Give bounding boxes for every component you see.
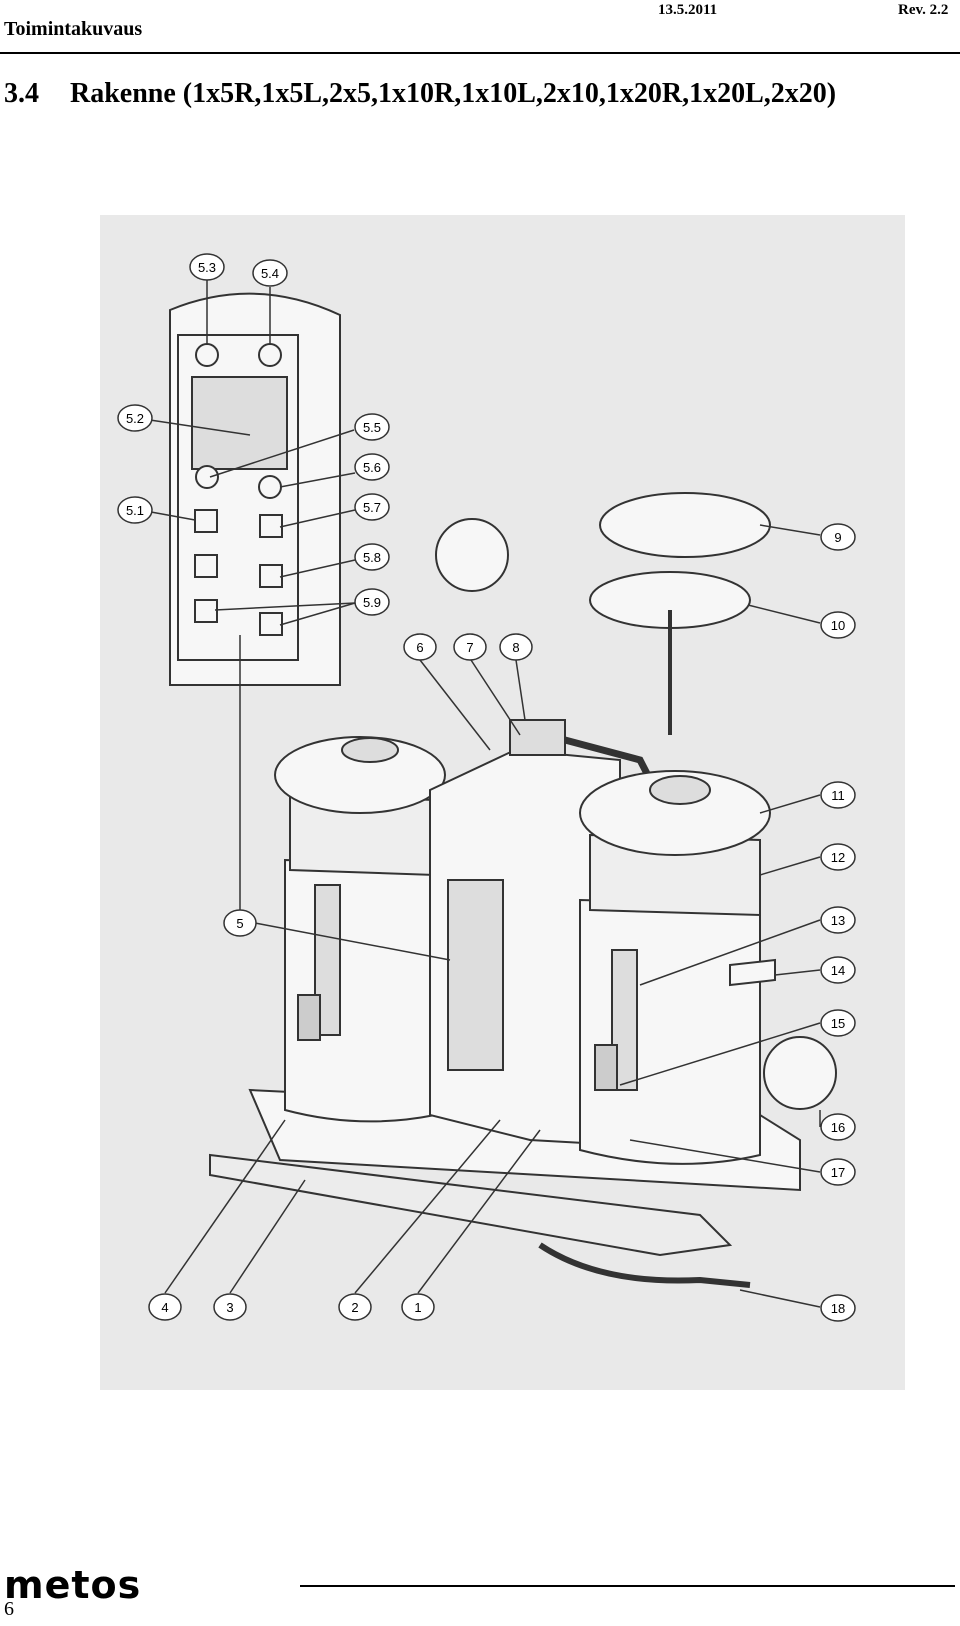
svg-text:15: 15 (831, 1016, 845, 1031)
header-rule (0, 52, 960, 54)
structure-diagram-svg: 5.3 5.4 5.2 5.5 5.6 5.1 5.7 5.8 5.9 6 7 … (100, 215, 905, 1390)
svg-text:10: 10 (831, 618, 845, 633)
svg-text:5.1: 5.1 (126, 503, 144, 518)
svg-text:5.6: 5.6 (363, 460, 381, 475)
callout-13: 13 (820, 906, 856, 934)
svg-text:4: 4 (161, 1300, 168, 1315)
callouts: 5.3 5.4 5.2 5.5 5.6 5.1 5.7 5.8 5.9 6 7 … (117, 253, 856, 1322)
right-container-lid (579, 770, 771, 856)
footer-rule (300, 1585, 955, 1587)
callout-18: 18 (820, 1294, 856, 1322)
callout-4: 4 (148, 1293, 182, 1321)
svg-text:5: 5 (236, 916, 243, 931)
left-container-lid (274, 736, 446, 814)
svg-text:7: 7 (466, 640, 473, 655)
callout-5-8: 5.8 (354, 543, 390, 571)
callout-3: 3 (213, 1293, 247, 1321)
section-number: 3.4 (4, 78, 39, 109)
svg-text:8: 8 (512, 640, 519, 655)
drip-tray (209, 1153, 733, 1257)
svg-text:2: 2 (351, 1300, 358, 1315)
callout-6: 6 (403, 633, 437, 661)
leader-lines (139, 280, 821, 1308)
structure-diagram: 5.3 5.4 5.2 5.5 5.6 5.1 5.7 5.8 5.9 6 7 … (100, 215, 905, 1390)
callout-14: 14 (820, 956, 856, 984)
svg-text:5.3: 5.3 (198, 260, 216, 275)
svg-text:18: 18 (831, 1301, 845, 1316)
drain-hose (538, 1242, 751, 1288)
water-funnel (509, 719, 566, 756)
svg-text:5.7: 5.7 (363, 500, 381, 515)
detail-inset-sensor-2 (763, 1036, 837, 1110)
right-container-body (579, 898, 761, 1165)
callout-5-6: 5.6 (354, 453, 390, 481)
callout-9: 9 (820, 523, 856, 551)
callout-5-7: 5.7 (354, 493, 390, 521)
svg-text:11: 11 (831, 788, 845, 803)
svg-text:12: 12 (831, 850, 845, 865)
callout-17: 17 (820, 1158, 856, 1186)
callout-11: 11 (820, 781, 856, 809)
svg-text:9: 9 (834, 530, 841, 545)
section-title-text: Rakenne (1x5R,1x5L,2x5,1x10R,1x10L,2x10,… (70, 78, 837, 109)
callout-1: 1 (401, 1293, 435, 1321)
svg-text:16: 16 (831, 1120, 845, 1135)
document-revision: Rev. 2.2 (898, 2, 949, 18)
callout-5-9: 5.9 (354, 588, 390, 616)
svg-text:5.9: 5.9 (363, 595, 381, 610)
page-number: 6 (4, 1598, 14, 1620)
svg-text:14: 14 (831, 963, 845, 978)
callout-5-3: 5.3 (189, 253, 225, 281)
svg-text:5.2: 5.2 (126, 411, 144, 426)
callout-7: 7 (453, 633, 487, 661)
svg-text:5.4: 5.4 (261, 266, 279, 281)
callout-5-5: 5.5 (354, 413, 390, 441)
callout-8: 8 (499, 633, 533, 661)
callout-5: 5 (223, 909, 257, 937)
callout-10: 10 (820, 611, 856, 639)
svg-text:6: 6 (416, 640, 423, 655)
machine-drawing (169, 292, 837, 1288)
svg-text:1: 1 (414, 1300, 421, 1315)
center-control-panel (447, 879, 504, 1071)
section-label: Toimintakuvaus (4, 18, 143, 40)
callout-15: 15 (820, 1009, 856, 1037)
callout-5-4: 5.4 (252, 259, 288, 287)
svg-text:13: 13 (831, 913, 845, 928)
section-title: 3.4 Rakenne (1x5R,1x5L,2x5,1x10R,1x10L,2x… (4, 78, 836, 110)
left-tap (297, 994, 321, 1041)
left-container-body (284, 858, 436, 1123)
svg-text:17: 17 (831, 1165, 845, 1180)
svg-text:5.5: 5.5 (363, 420, 381, 435)
callout-5-2: 5.2 (117, 404, 153, 432)
callout-5-1: 5.1 (117, 496, 153, 524)
callout-12: 12 (820, 843, 856, 871)
separate-lid (599, 492, 771, 558)
svg-text:5.8: 5.8 (363, 550, 381, 565)
callout-16: 16 (820, 1113, 856, 1141)
handle (729, 958, 776, 987)
metos-logo: metos (4, 1563, 142, 1607)
callout-2: 2 (338, 1293, 372, 1321)
control-panel-display (191, 376, 288, 470)
right-tap (594, 1044, 618, 1091)
document-date: 13.5.2011 (658, 2, 718, 18)
svg-text:3: 3 (226, 1300, 233, 1315)
detail-inset-sensor (435, 518, 509, 592)
